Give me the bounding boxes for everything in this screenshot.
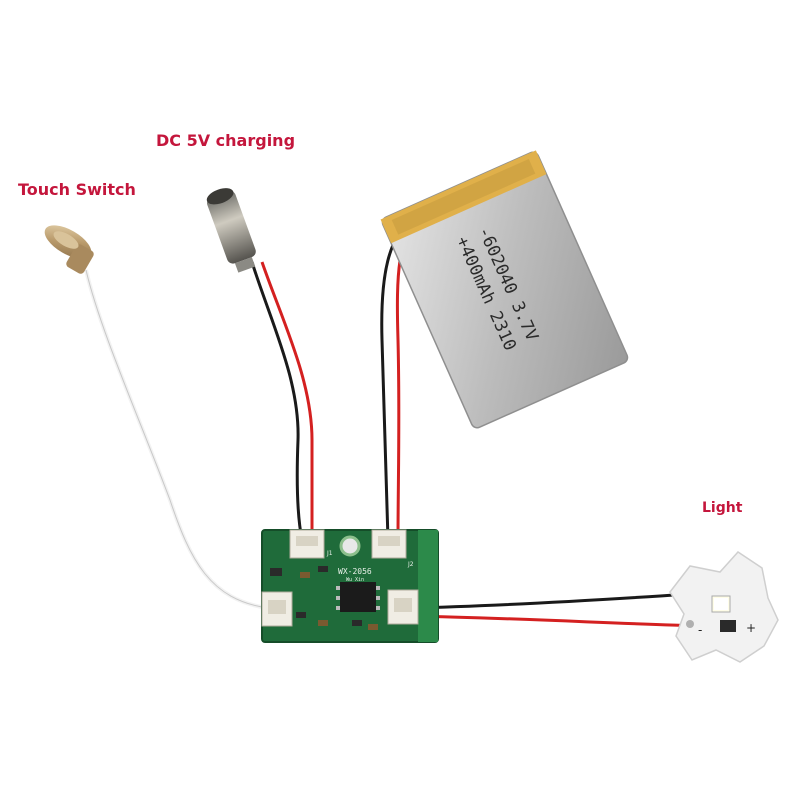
dc-jack (206, 188, 256, 273)
connector-led (387, 589, 419, 625)
svg-text:-: - (698, 623, 702, 637)
connector-j1 (289, 529, 325, 559)
lipo-battery (380, 150, 629, 429)
svg-text:J1: J1 (326, 550, 333, 557)
light-label: Light (702, 500, 743, 516)
touch-switch-label: Touch Switch (18, 180, 136, 199)
dc-jack-wire-black (250, 261, 304, 541)
svg-text:Wu Xin: Wu Xin (346, 577, 364, 583)
svg-text:+: + (746, 621, 756, 635)
pcb-board: WX-2056 Wu Xin J1 J2 (261, 529, 439, 643)
led-wire-red (409, 614, 705, 628)
svg-text:WX-2056: WX-2056 (338, 567, 372, 576)
svg-text:J2: J2 (407, 561, 414, 568)
ic-chip (340, 582, 376, 612)
connector-touch (261, 591, 293, 627)
dc-charging-label: DC 5V charging (156, 131, 296, 150)
connector-j2 (371, 529, 407, 559)
dc-jack-wire-red (260, 261, 314, 540)
led-board: - + (669, 551, 779, 663)
led-wire-black (409, 592, 691, 610)
touch-switch (44, 225, 94, 274)
touch-switch-wire (84, 269, 269, 610)
